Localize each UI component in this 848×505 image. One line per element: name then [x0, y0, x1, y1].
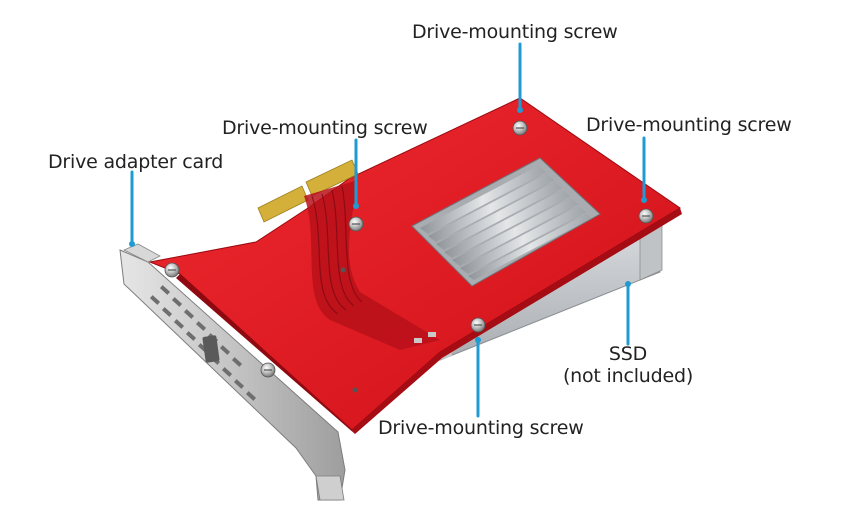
- label-ssd: SSD (not included): [560, 343, 696, 387]
- label-screw-left: Drive-mounting screw: [222, 117, 428, 139]
- screw-top: [512, 120, 528, 136]
- label-screw-top: Drive-mounting screw: [412, 21, 618, 43]
- adapter-pcb: [148, 97, 682, 434]
- label-screw-right: Drive-mounting screw: [586, 114, 792, 136]
- heatsink: [411, 157, 601, 287]
- screw-right: [638, 208, 654, 224]
- screw-bracket-bottom: [260, 362, 276, 378]
- label-adapter-card: Drive adapter card: [48, 151, 224, 173]
- screw-bottom: [470, 317, 486, 333]
- pci-bracket: [119, 243, 346, 501]
- label-ssd-line1: SSD: [608, 343, 648, 365]
- screw-left: [348, 216, 364, 232]
- pcb-traces: [304, 180, 440, 350]
- label-ssd-line2: (not included): [562, 365, 694, 387]
- label-screw-bottom: Drive-mounting screw: [378, 417, 584, 439]
- screw-bracket-top: [164, 262, 180, 278]
